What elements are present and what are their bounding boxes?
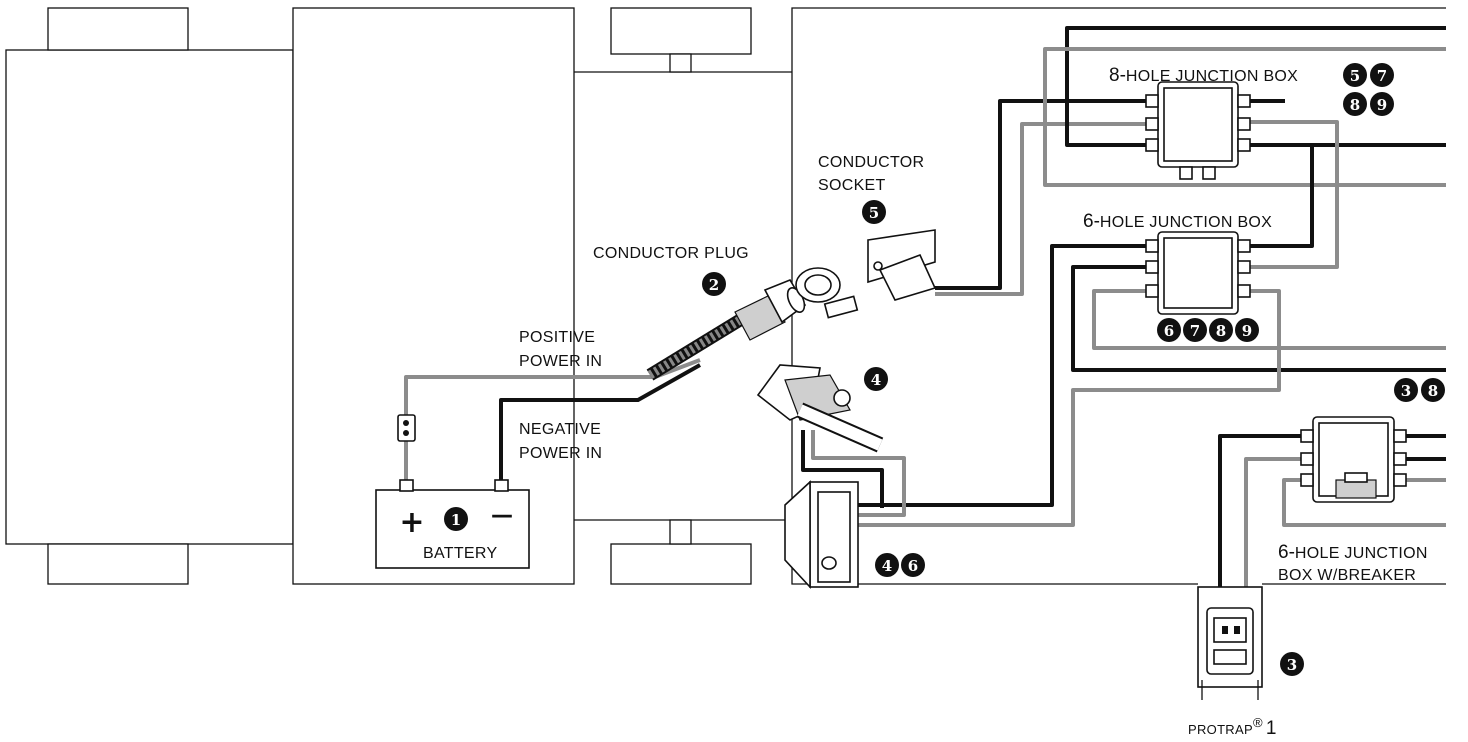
svg-text:4: 4 xyxy=(882,557,892,575)
badge-jb8-9: 9 xyxy=(1370,92,1394,116)
svg-text:6: 6 xyxy=(1164,322,1174,340)
svg-text:9: 9 xyxy=(1377,96,1387,114)
badge-switch-lower-4: 4 xyxy=(875,553,899,577)
conductor-plug xyxy=(646,279,807,381)
switch-box xyxy=(784,480,859,590)
inline-fuse xyxy=(397,414,416,442)
conductor-socket-label-1: CONDUCTOR xyxy=(818,154,924,171)
svg-text:3: 3 xyxy=(1401,382,1411,400)
junction-box-8-label: 8-HOLE JUNCTION BOX xyxy=(1109,65,1298,86)
svg-text:6: 6 xyxy=(908,557,918,575)
junction-box-6-hole-breaker xyxy=(1300,416,1407,503)
svg-text:9: 9 xyxy=(1242,322,1252,340)
badge-jb6-8: 8 xyxy=(1209,318,1233,342)
negative-power-label-1: NEGATIVE xyxy=(519,421,601,438)
positive-power-label-1: POSITIVE xyxy=(519,329,595,346)
badge-jb8-7: 7 xyxy=(1370,63,1394,87)
badge-jb8-5: 5 xyxy=(1343,63,1367,87)
switch-assembly xyxy=(756,364,884,453)
negative-wire xyxy=(499,363,701,483)
svg-text:3: 3 xyxy=(1287,656,1297,674)
badge-socket-5: 5 xyxy=(862,200,886,224)
badge-plug-2: 2 xyxy=(702,272,726,296)
conductor-socket-label-2: SOCKET xyxy=(818,177,886,194)
protrap-unit xyxy=(1197,586,1263,700)
badge-jb6-6: 6 xyxy=(1157,318,1181,342)
protrap-label: PROTRAP®1 xyxy=(1188,715,1276,739)
badge-battery-1: 1 xyxy=(444,507,468,531)
battery-plus-sign: + xyxy=(399,505,424,540)
badge-breaker-8: 8 xyxy=(1421,378,1445,402)
conductor-socket xyxy=(795,229,937,319)
badge-switch-upper-4: 4 xyxy=(864,367,888,391)
svg-text:8: 8 xyxy=(1350,96,1360,114)
svg-text:5: 5 xyxy=(869,204,879,222)
positive-power-label-2: POWER IN xyxy=(519,353,602,370)
svg-text:1: 1 xyxy=(451,511,461,529)
battery-minus-sign: — xyxy=(491,503,513,528)
badge-jb6-7: 7 xyxy=(1183,318,1207,342)
svg-text:7: 7 xyxy=(1190,322,1200,340)
junction-box-6-breaker-label-2: BOX W/BREAKER xyxy=(1278,567,1416,584)
svg-text:2: 2 xyxy=(709,276,719,294)
badge-jb6-9: 9 xyxy=(1235,318,1259,342)
conductor-plug-label: CONDUCTOR PLUG xyxy=(593,245,749,262)
badge-protrap-3: 3 xyxy=(1280,652,1304,676)
junction-box-6-breaker-label-1: 6-HOLE JUNCTION xyxy=(1278,542,1428,563)
svg-text:7: 7 xyxy=(1377,67,1387,85)
badge-switch-lower-6: 6 xyxy=(901,553,925,577)
badge-jb8-8: 8 xyxy=(1343,92,1367,116)
svg-text:8: 8 xyxy=(1216,322,1226,340)
truck-frame xyxy=(5,7,1446,585)
junction-box-6-hole xyxy=(1145,231,1251,315)
svg-text:5: 5 xyxy=(1350,67,1360,85)
svg-text:8: 8 xyxy=(1428,382,1438,400)
wiring xyxy=(404,26,1446,587)
badge-breaker-3: 3 xyxy=(1394,378,1418,402)
svg-text:4: 4 xyxy=(871,371,881,389)
battery-label: BATTERY xyxy=(423,545,497,562)
negative-power-label-2: POWER IN xyxy=(519,445,602,462)
junction-box-8-hole xyxy=(1145,81,1251,180)
junction-box-6-label: 6-HOLE JUNCTION BOX xyxy=(1083,211,1272,232)
